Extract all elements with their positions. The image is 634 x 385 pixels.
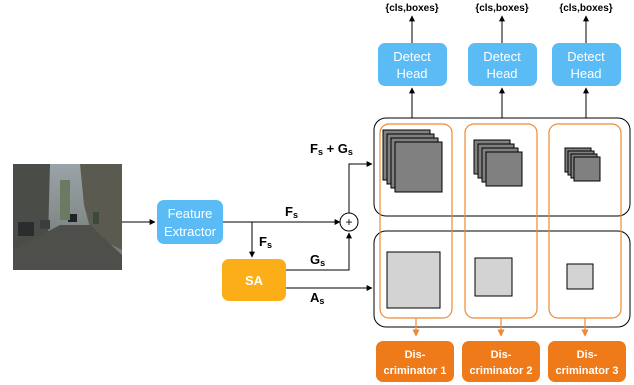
detect-head-2: Detect Head: [468, 43, 537, 86]
discriminator-3-label-1: Dis-: [577, 349, 598, 361]
attention-map-2: [474, 257, 513, 297]
detect-head-1-label-2: Head: [396, 66, 427, 81]
plus-icon: +: [345, 215, 352, 229]
fs-main-label: Fs: [285, 204, 298, 220]
head-2-output-label: {cls,boxes}: [475, 3, 528, 14]
discriminator-1: Dis- criminator 1: [376, 341, 454, 382]
sa-label: SA: [245, 273, 264, 288]
attention-map-3: [566, 263, 594, 290]
head-1-output-label: {cls,boxes}: [385, 3, 438, 14]
discriminator-3-label-2: criminator 3: [556, 365, 619, 377]
discriminator-2-label-2: criminator 2: [470, 365, 533, 377]
gs-arrow: [286, 232, 352, 271]
discriminator-2: Dis- criminator 2: [462, 341, 540, 382]
feature-extractor-label-1: Feature: [168, 206, 213, 221]
feature-extractor-label-2: Extractor: [164, 224, 217, 239]
attention-map-1: [386, 251, 441, 309]
feature-stack-2: [473, 139, 523, 187]
discriminator-2-label-1: Dis-: [491, 349, 512, 361]
as-label: As: [310, 290, 324, 306]
input-street-image: [13, 164, 122, 270]
discriminator-1-label-2: criminator 1: [384, 365, 447, 377]
head-3-output-label: {cls,boxes}: [559, 3, 612, 14]
fs-down-label: Fs: [259, 234, 272, 250]
detect-head-3-label-1: Detect: [567, 49, 605, 64]
feature-stack-1: [382, 129, 443, 193]
fs-plus-gs-label: Fs + Gs: [310, 141, 353, 157]
sum-to-features-arrow: [348, 161, 373, 213]
sum-circle: +: [339, 212, 359, 232]
detect-head-3: Detect Head: [552, 43, 621, 86]
detect-head-2-label-1: Detect: [483, 49, 521, 64]
feature-stack-3: [564, 147, 601, 182]
sa-block: SA: [222, 259, 286, 301]
detect-head-1-label-1: Detect: [393, 49, 431, 64]
gs-label: Gs: [310, 252, 325, 268]
attention-maps-container: [373, 230, 631, 328]
feature-extractor-block: Feature Extractor: [157, 200, 223, 244]
detect-head-1: Detect Head: [378, 43, 447, 86]
detect-head-3-label-2: Head: [570, 66, 601, 81]
discriminator-1-label-1: Dis-: [405, 349, 426, 361]
detect-head-2-label-2: Head: [486, 66, 517, 81]
discriminator-3: Dis- criminator 3: [548, 341, 626, 382]
